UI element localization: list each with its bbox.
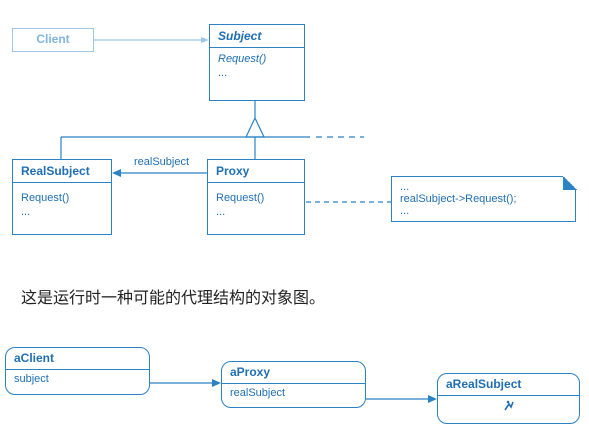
client-subject-arrowhead (201, 37, 209, 43)
realsubject-class: RealSubject Request() ... (12, 159, 112, 235)
proxy-class-name: Proxy (208, 160, 304, 183)
association-label: realSubject (134, 156, 190, 168)
realsubject-op-request: Request() (21, 192, 70, 204)
note-line-1: ... (400, 181, 410, 193)
subject-op-request: Request() (218, 53, 267, 65)
note-line-3: ... (400, 205, 410, 217)
inherit-triangle (245, 116, 265, 138)
aclient-object-name: aClient (6, 348, 149, 370)
client-class: Client (12, 28, 94, 52)
subject-op-ellipsis: ... (218, 67, 228, 79)
realsubject-class-name: RealSubject (13, 160, 111, 183)
client-class-name: Client (36, 32, 70, 46)
note-line-2: realSubject->Request(); (400, 193, 517, 205)
aclient-object: aClient subject (5, 347, 150, 395)
aproxy-field-realsubject: realSubject (230, 387, 286, 399)
aclient-field-subject: subject (14, 373, 49, 385)
aproxy-object: aProxy realSubject (221, 361, 366, 408)
subject-class-name: Subject (210, 25, 304, 48)
arealsubject-object-name: aRealSubject (438, 374, 579, 396)
aproxy-object-name: aProxy (222, 362, 365, 384)
implementation-note: ... realSubject->Request(); ... (391, 175, 577, 222)
proxy-class: Proxy Request() ... (207, 159, 305, 235)
subject-ref-arrowhead (212, 379, 221, 387)
scribble-mark-icon (503, 400, 514, 411)
subject-class: Subject Request() ... (209, 24, 305, 101)
arealsubject-object: aRealSubject (437, 373, 580, 424)
association-arrowhead (112, 169, 121, 177)
realsubject-op-ellipsis: ... (21, 206, 31, 218)
proxy-op-request: Request() (216, 192, 265, 204)
realsubject-ref-arrowhead (428, 395, 437, 403)
note-folded-corner (562, 175, 577, 190)
proxy-op-ellipsis: ... (216, 206, 226, 218)
object-diagram-caption: 这是运行时一种可能的代理结构的对象图。 (21, 288, 326, 307)
